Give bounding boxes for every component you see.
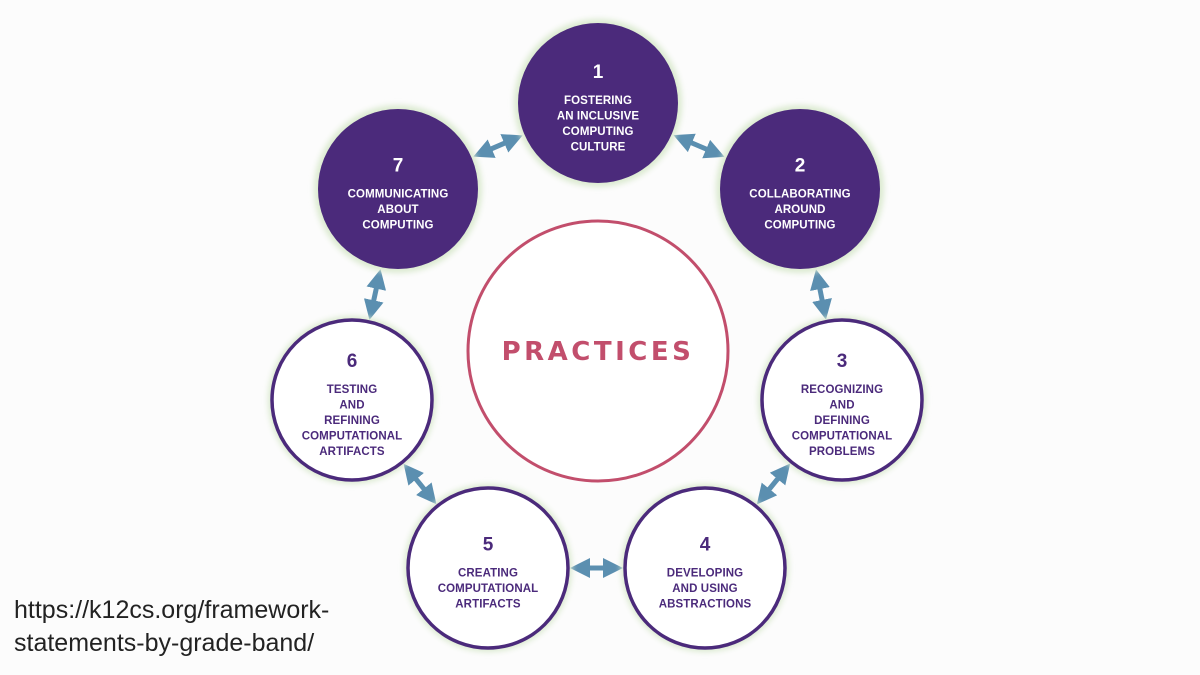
- node-circle: [318, 109, 478, 269]
- center-label: PRACTICES: [502, 337, 695, 367]
- source-url-line-1: https://k12cs.org/framework-: [14, 596, 330, 624]
- node-label-line: COMPUTATIONAL: [438, 583, 539, 595]
- double-arrow-7-1: [473, 134, 523, 158]
- center-ring: [466, 219, 730, 483]
- node-number: 7: [393, 156, 404, 177]
- node-label-line: CREATING: [458, 568, 518, 580]
- node-label-line: COMMUNICATING: [348, 189, 449, 201]
- node-label-line: AND: [829, 400, 854, 412]
- node-circle: [623, 486, 787, 650]
- node-label-line: DEVELOPING: [667, 568, 743, 580]
- node-number: 3: [837, 351, 848, 372]
- source-url: https://k12cs.org/framework- statements-…: [14, 594, 329, 660]
- node-label-line: COMPUTING: [362, 220, 433, 232]
- node-label-line: AND USING: [672, 583, 737, 595]
- node-number: 2: [795, 156, 806, 177]
- double-arrow-6-7: [363, 269, 387, 320]
- node-number: 1: [593, 62, 604, 83]
- double-arrow-3-4: [756, 463, 791, 505]
- node-label-line: TESTING: [327, 384, 378, 396]
- node-number: 5: [483, 535, 494, 556]
- node-label-line: FOSTERING: [564, 95, 632, 107]
- double-arrow-2-3: [810, 269, 832, 320]
- node-label-line: REFINING: [324, 415, 380, 427]
- node-label-line: COLLABORATING: [749, 189, 850, 201]
- double-arrow-5-6: [403, 463, 437, 505]
- node-label-line: COMPUTATIONAL: [792, 431, 893, 443]
- node-circle: [406, 486, 570, 650]
- node-number: 6: [347, 351, 358, 372]
- center-practices: PRACTICES: [466, 219, 730, 483]
- connector-arrows: [363, 133, 832, 578]
- source-url-line-2: statements-by-grade-band/: [14, 629, 315, 657]
- node-label-line: DEFINING: [814, 415, 870, 427]
- node-circle: [518, 23, 678, 183]
- node-label-line: CULTURE: [571, 141, 626, 153]
- node-label-line: COMPUTING: [562, 126, 633, 138]
- node-label-line: AROUND: [774, 204, 825, 216]
- node-label-line: PROBLEMS: [809, 446, 875, 458]
- node-label-line: COMPUTATIONAL: [302, 431, 403, 443]
- node-circle: [720, 109, 880, 269]
- double-arrow-1-2: [673, 133, 725, 159]
- node-label-line: AN INCLUSIVE: [557, 110, 640, 122]
- node-circle: [270, 318, 434, 482]
- node-label-line: COMPUTING: [764, 220, 835, 232]
- node-number: 4: [700, 535, 711, 556]
- node-label-line: AND: [339, 400, 364, 412]
- node-label-line: RECOGNIZING: [801, 384, 883, 396]
- node-circle: [760, 318, 924, 482]
- node-label-line: ARTIFACTS: [319, 446, 385, 458]
- node-label-line: ARTIFACTS: [455, 599, 521, 611]
- node-label-line: ABSTRACTIONS: [659, 599, 752, 611]
- node-label-line: ABOUT: [377, 204, 418, 216]
